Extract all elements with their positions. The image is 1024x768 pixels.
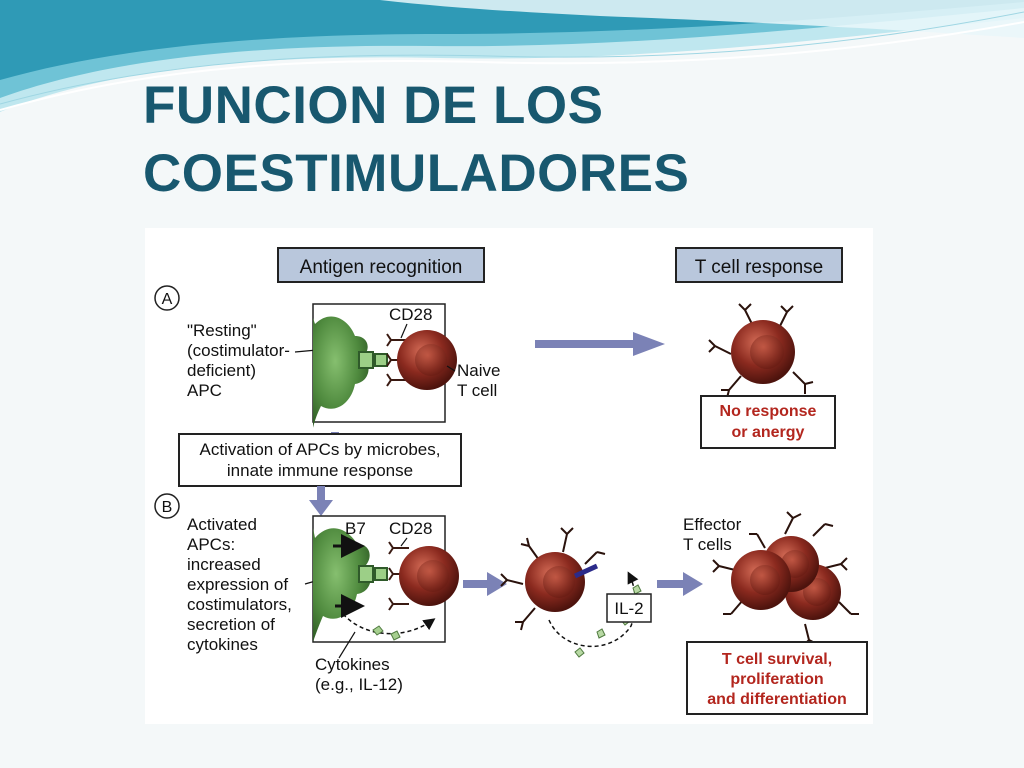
panel-b-apc-label: Activated APCs: increased expression of … [187, 515, 292, 654]
panel-a-apc-label: "Resting" (costimulator- deficient) APC [187, 321, 290, 400]
panel-b-activated-t-cell [500, 527, 606, 631]
svg-text:APC: APC [187, 381, 222, 400]
slide-title: FUNCION DE LOS COESTIMULADORES [143, 72, 689, 208]
panel-b-cytokines-label: Cytokines (e.g., IL-12) [315, 655, 403, 694]
svg-text:Cytokines: Cytokines [315, 655, 390, 674]
svg-text:T cells: T cells [683, 535, 732, 554]
panel-a-tcr-receptors [386, 333, 407, 387]
panel-b-outcome-box: T cell survival, proliferation and diffe… [686, 641, 868, 715]
slide-title-line-1: FUNCION DE LOS [143, 76, 604, 135]
panel-a-resting-apc [313, 316, 369, 428]
panel-a-cd28-label: CD28 [389, 305, 432, 324]
costimulation-diagram: Antigen recognition T cell response A "R… [145, 228, 873, 724]
panel-b-letter: B [162, 499, 173, 516]
header-t-cell-response-label: T cell response [695, 257, 824, 278]
panel-a-costimulator-pair [358, 351, 388, 369]
svg-text:and differentiation: and differentiation [707, 691, 847, 708]
svg-text:secretion of: secretion of [187, 615, 275, 634]
svg-text:"Resting": "Resting" [187, 321, 257, 340]
panel-b: B Activated APCs: increased expression o… [154, 493, 868, 715]
panel-b-cytokine-particles [372, 625, 401, 641]
svg-text:(e.g., IL-12): (e.g., IL-12) [315, 675, 403, 694]
svg-text:costimulators,: costimulators, [187, 595, 292, 614]
panel-b-effector-label: Effector T cells [683, 515, 742, 554]
panel-a-anergic-t-cell [708, 303, 814, 399]
svg-text:APCs:: APCs: [187, 535, 235, 554]
svg-text:No response: No response [720, 403, 817, 420]
panel-b-costimulator-pair [358, 565, 388, 583]
svg-text:T cell: T cell [457, 381, 497, 400]
panel-b-cytokine-path [342, 613, 436, 635]
svg-text:Naive: Naive [457, 361, 500, 380]
svg-text:deficient): deficient) [187, 361, 256, 380]
svg-text:(costimulator-: (costimulator- [187, 341, 290, 360]
svg-text:Effector: Effector [683, 515, 742, 534]
panel-b-arrow-1 [463, 572, 507, 596]
panel-a-letter: A [162, 291, 173, 308]
header-t-cell-response: T cell response [675, 247, 843, 283]
panel-b-b7-label: B7 [345, 519, 366, 538]
header-antigen-recognition-label: Antigen recognition [300, 257, 463, 278]
panel-b-receptors [388, 541, 409, 611]
panel-b-effector-t-cells [712, 511, 859, 647]
header-wave-decoration [0, 0, 1024, 112]
svg-text:IL-2: IL-2 [614, 599, 643, 618]
header-antigen-recognition: Antigen recognition [277, 247, 485, 283]
panel-a-response-arrow [535, 332, 665, 356]
svg-text:Activated: Activated [187, 515, 257, 534]
svg-text:innate immune response: innate immune response [227, 461, 413, 480]
panel-b-arrow-2 [657, 572, 703, 596]
svg-text:T cell survival,: T cell survival, [722, 651, 832, 668]
svg-text:or anergy: or anergy [732, 424, 805, 441]
slide-title-line-2: COESTIMULADORES [143, 144, 690, 203]
panel-b-b7-molecules [333, 534, 365, 618]
panel-b-il2-box: IL-2 [606, 593, 652, 623]
svg-text:proliferation: proliferation [730, 671, 823, 688]
panel-a-outcome-box: No response or anergy [700, 395, 836, 449]
svg-text:expression of: expression of [187, 575, 288, 594]
svg-text:cytokines: cytokines [187, 635, 258, 654]
svg-text:increased: increased [187, 555, 261, 574]
activation-down-arrow [309, 486, 333, 516]
panel-a-naive-label: Naive T cell [457, 361, 500, 400]
panel-a: A "Resting" (costimulator- deficient) AP… [154, 285, 836, 449]
svg-text:Activation of APCs by microbes: Activation of APCs by microbes, [200, 440, 441, 459]
panel-b-cd28-label: CD28 [389, 519, 432, 538]
activation-box: Activation of APCs by microbes, innate i… [178, 432, 462, 487]
